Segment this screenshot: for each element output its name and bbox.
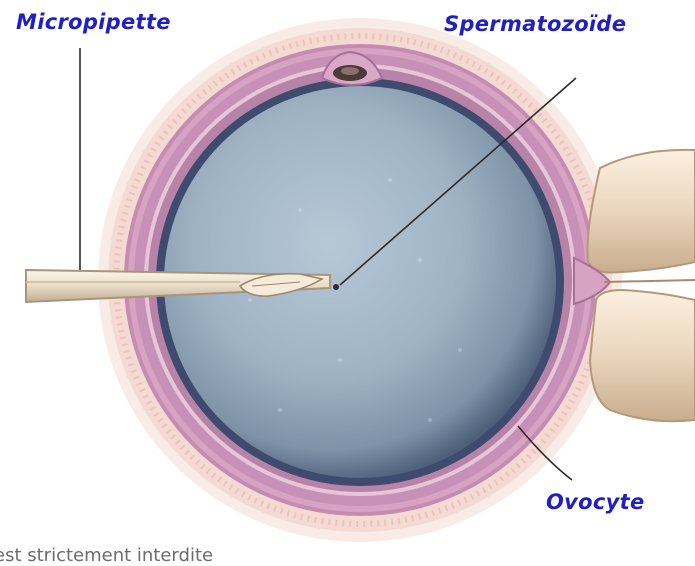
copyright-notice: est strictement interdite	[0, 545, 213, 566]
label-spermatozoide: Spermatozoïde	[444, 12, 626, 36]
label-ovocyte: Ovocyte	[546, 490, 645, 514]
label-micropipette: Micropipette	[16, 10, 171, 34]
